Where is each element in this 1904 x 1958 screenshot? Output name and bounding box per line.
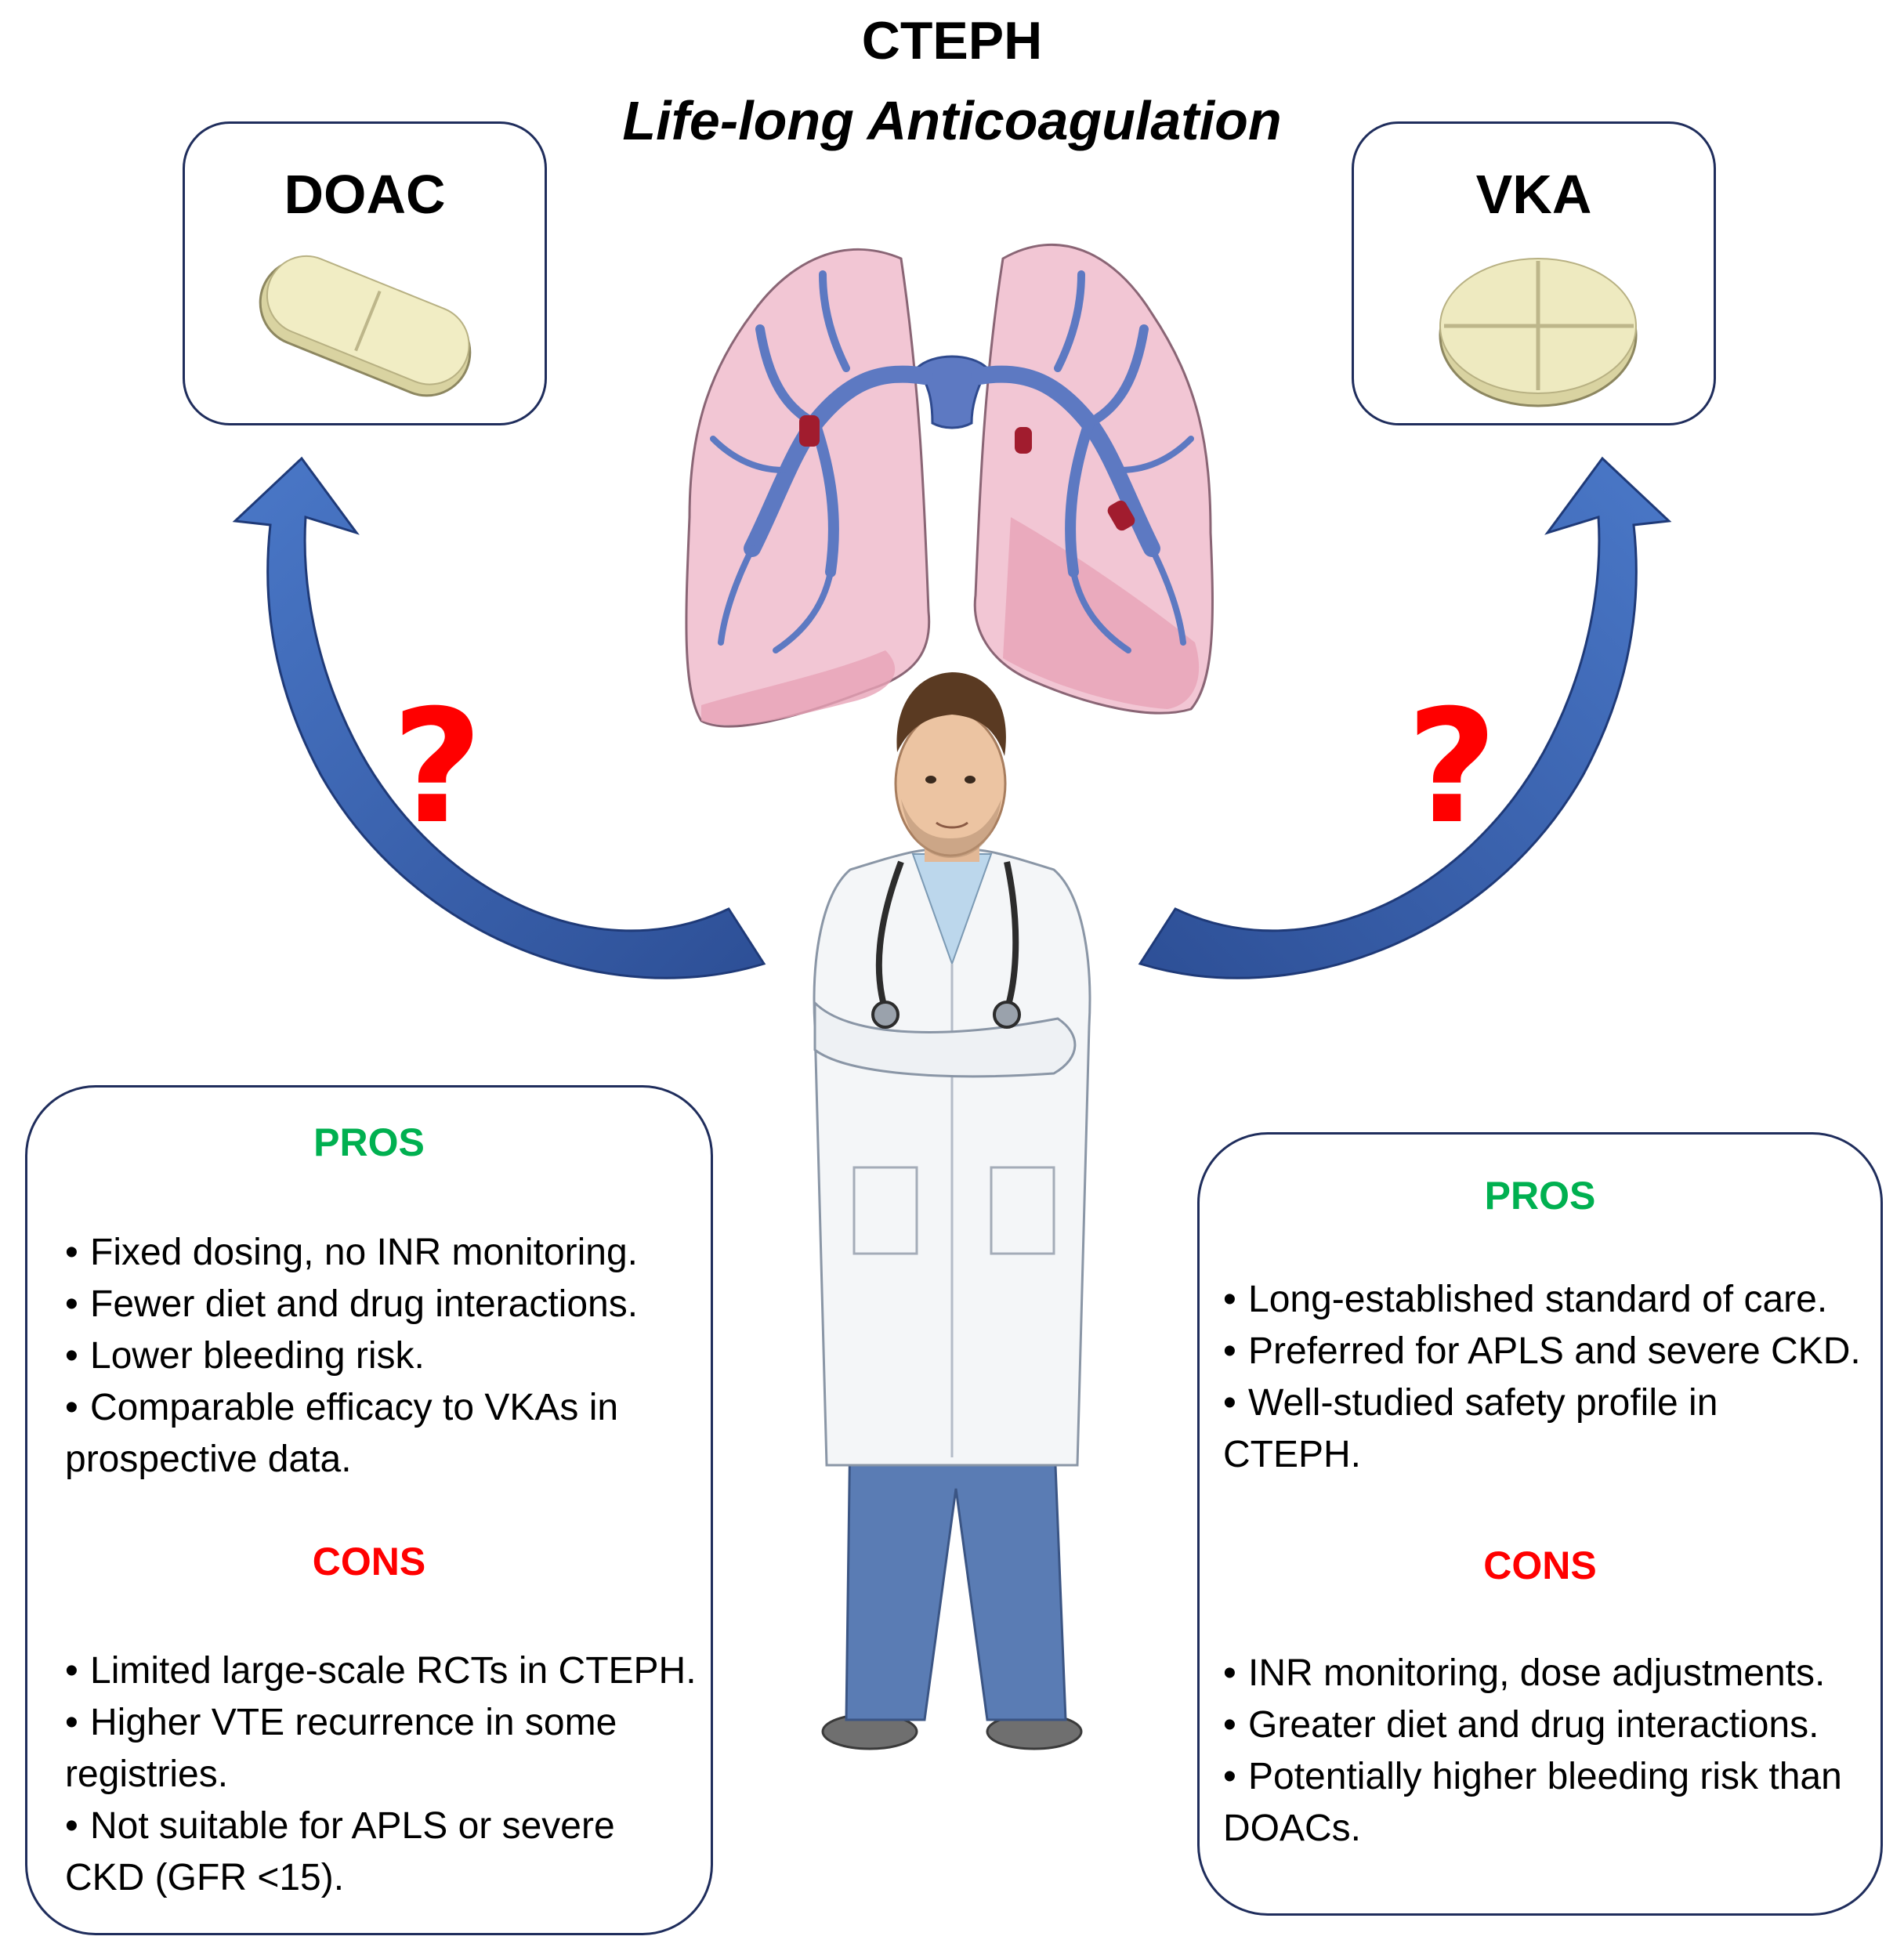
list-item: DOACs.	[1223, 1808, 1362, 1849]
vka-pros-cons-card: PROS •Long-established standard of care.…	[1197, 1132, 1883, 1916]
list-item: registries.	[65, 1754, 229, 1795]
vka-cons-heading: CONS	[1483, 1544, 1597, 1587]
doac-card: DOAC	[183, 121, 547, 425]
doac-title: DOAC	[284, 164, 446, 225]
vka-pros-heading: PROS	[1484, 1174, 1596, 1218]
oblong-pill-icon	[259, 255, 472, 397]
doctor-illustration-icon	[813, 672, 1091, 1750]
list-item: •Well-studied safety profile in	[1223, 1382, 1718, 1424]
vka-cons-list: •INR monitoring, dose adjustments. •Grea…	[1223, 1648, 1842, 1855]
doac-question-mark: ?	[392, 676, 483, 859]
vka-card: VKA	[1352, 121, 1716, 425]
list-item: •INR monitoring, dose adjustments.	[1223, 1652, 1826, 1694]
list-item: •Limited large-scale RCTs in CTEPH.	[65, 1650, 697, 1692]
list-item: •Lower bleeding risk.	[65, 1335, 425, 1377]
doac-pros-cons-card: PROS •Fixed dosing, no INR monitoring. •…	[25, 1085, 713, 1935]
list-item: CKD (GFR <15).	[65, 1857, 345, 1898]
list-item: •Preferred for APLS and severe CKD.	[1223, 1330, 1861, 1372]
doac-pros-list: •Fixed dosing, no INR monitoring. •Fewer…	[65, 1227, 638, 1486]
diagram-title: CTEPH	[861, 11, 1043, 71]
list-item: •Fewer diet and drug interactions.	[65, 1283, 639, 1325]
list-item: •Comparable efficacy to VKAs in	[65, 1387, 619, 1428]
doac-pros-heading: PROS	[313, 1120, 425, 1164]
doac-cons-list: •Limited large-scale RCTs in CTEPH. •Hig…	[65, 1645, 697, 1904]
list-item: •Greater diet and drug interactions.	[1223, 1704, 1819, 1746]
lungs-icon	[685, 243, 1214, 728]
list-item: •Long-established standard of care.	[1223, 1279, 1828, 1320]
round-scored-tablet-icon	[1439, 258, 1638, 407]
vka-title: VKA	[1475, 164, 1592, 225]
list-item: •Potentially higher bleeding risk than	[1223, 1756, 1842, 1797]
list-item: CTEPH.	[1223, 1434, 1362, 1475]
diagram-subtitle: Life-long Anticoagulation	[622, 90, 1282, 151]
list-item: •Higher VTE recurrence in some	[65, 1702, 617, 1743]
left-curved-arrow-icon	[232, 456, 766, 979]
list-item: prospective data.	[65, 1439, 352, 1480]
list-item: •Not suitable for APLS or severe	[65, 1805, 615, 1847]
list-item: •Fixed dosing, no INR monitoring.	[65, 1232, 638, 1273]
right-curved-arrow-icon	[1138, 456, 1672, 979]
vka-pros-list: •Long-established standard of care. •Pre…	[1223, 1274, 1861, 1481]
doac-cons-heading: CONS	[312, 1540, 426, 1583]
vka-question-mark: ?	[1406, 676, 1498, 859]
